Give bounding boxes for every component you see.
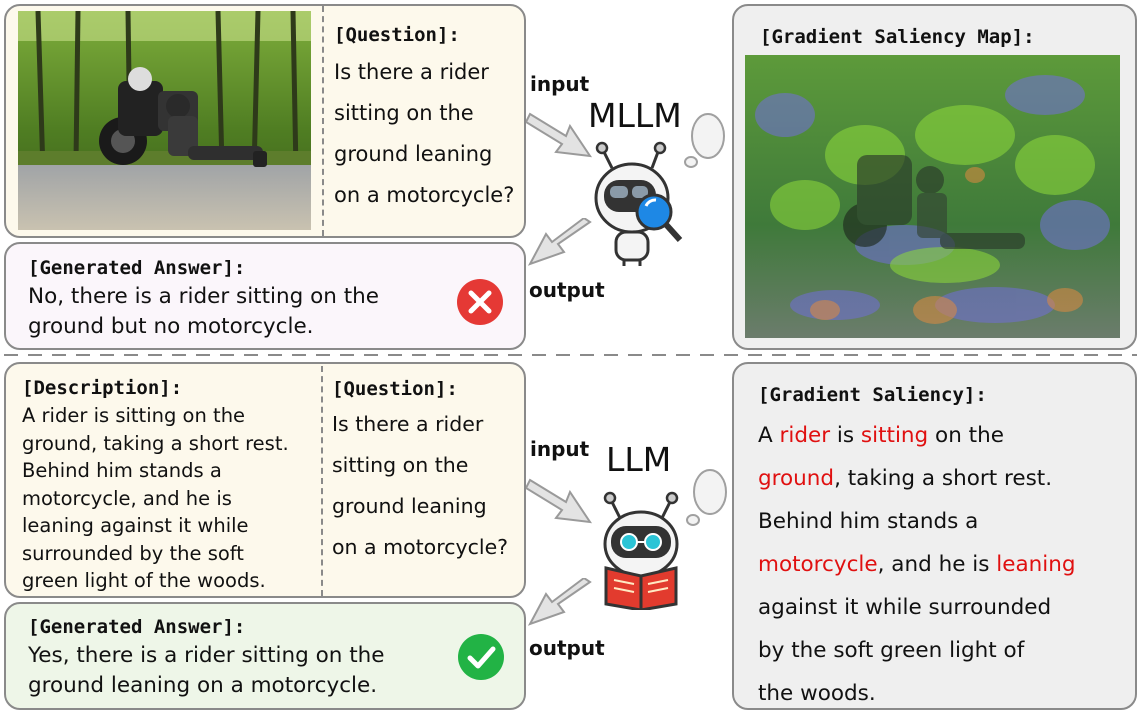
bottom-answer-panel <box>4 602 526 710</box>
saliency-word: , and he is <box>877 552 997 577</box>
top-input-label: input <box>530 72 590 96</box>
saliency-line: motorcycle, and he is leaning <box>758 543 1130 586</box>
top-input-arrow-icon <box>526 112 593 158</box>
saliency-word: , taking a short rest. <box>834 466 1053 491</box>
top-panel-divider <box>322 6 324 236</box>
saliency-line: the woods. <box>758 681 876 706</box>
saliency-text-body: A rider is sitting on the ground, taking… <box>758 414 1130 715</box>
top-output-label: output <box>529 278 605 302</box>
top-question-block: [Question]: Is there a rider sitting on … <box>334 18 522 216</box>
saliency-highlight-word: ground <box>758 466 835 491</box>
description-line: ground, taking a short rest. <box>22 431 289 455</box>
bottom-question-line: sitting on the <box>332 453 469 477</box>
top-question-header: [Question]: <box>334 24 460 46</box>
description-line: Behind him stands a <box>22 459 222 482</box>
bottom-input-label: input <box>530 437 590 461</box>
correct-check-icon <box>458 634 504 680</box>
top-output-arrow-icon <box>528 218 592 266</box>
top-question-line: Is there a rider <box>334 60 489 84</box>
bottom-question-line: ground leaning <box>332 494 487 518</box>
top-answer-line: ground but no motorcycle. <box>28 314 314 339</box>
saliency-highlight-word: sitting <box>860 423 929 448</box>
top-answer-line: No, there is a rider sitting on the <box>28 284 380 309</box>
description-line: green light of the woods. <box>22 569 266 592</box>
section-separator <box>4 354 1137 356</box>
top-question-line: on a motorcycle? <box>334 183 515 207</box>
top-answer-text: No, there is a rider sitting on the grou… <box>28 282 458 342</box>
top-answer-panel <box>4 242 526 350</box>
motorcycle-photo <box>18 11 311 230</box>
saliency-word: A <box>758 423 780 448</box>
saliency-map-header: [Gradient Saliency Map]: <box>760 26 1035 48</box>
saliency-map-image <box>745 55 1120 338</box>
bottom-description-question-panel <box>4 362 526 598</box>
bottom-output-arrow-icon <box>528 578 592 626</box>
bottom-input-arrow-icon <box>526 478 593 524</box>
bottom-answer-line: ground leaning on a motorcycle. <box>28 673 378 698</box>
description-line: motorcycle, and he is <box>22 486 232 510</box>
saliency-line: against it while surrounded <box>758 595 1052 620</box>
saliency-highlight-word: rider <box>779 423 831 448</box>
top-thought-bubble-icon <box>684 113 725 168</box>
bottom-answer-line: Yes, there is a rider sitting on the <box>28 643 385 668</box>
description-text: A rider is sitting on the ground, taking… <box>22 402 320 595</box>
saliency-line: A rider is sitting on the <box>758 414 1130 457</box>
top-model-name: MLLM <box>588 96 682 135</box>
bottom-description-block: [Description]: A rider is sitting on the… <box>22 374 320 595</box>
bottom-question-text: Is there a rider sitting on the ground l… <box>332 404 522 568</box>
mllm-robot-icon <box>594 141 683 266</box>
saliency-line: by the soft green light of <box>758 638 1025 663</box>
saliency-highlight-word: leaning <box>996 552 1076 577</box>
saliency-line: Behind him stands a <box>758 509 979 534</box>
description-line: leaning against it while <box>22 514 249 537</box>
top-answer-block: [Generated Answer]: No, there is a rider… <box>28 254 458 342</box>
saliency-word: is <box>830 423 861 448</box>
motorcycle-photo-image <box>18 11 311 230</box>
bottom-thought-bubble-icon <box>686 469 727 526</box>
saliency-highlight-word: motorcycle <box>758 552 878 577</box>
saliency-text-header: [Gradient Saliency]: <box>758 384 987 406</box>
bottom-model-name: LLM <box>606 440 672 479</box>
bottom-question-header: [Question]: <box>332 378 458 400</box>
wrong-x-icon <box>457 279 503 325</box>
bottom-question-line: on a motorcycle? <box>332 535 509 559</box>
bottom-question-line: Is there a rider <box>332 412 484 436</box>
saliency-word: on the <box>928 423 1004 448</box>
top-question-text: Is there a rider sitting on the ground l… <box>334 52 522 216</box>
bottom-answer-header: [Generated Answer]: <box>28 616 246 638</box>
bottom-output-label: output <box>529 636 605 660</box>
bottom-answer-block: [Generated Answer]: Yes, there is a ride… <box>28 613 458 701</box>
description-line: surrounded by the soft <box>22 541 244 565</box>
top-answer-header: [Generated Answer]: <box>28 257 246 279</box>
saliency-map-graphic <box>745 55 1120 338</box>
llm-robot-book-icon <box>603 491 679 610</box>
bottom-panel-divider <box>321 366 323 596</box>
top-question-line: sitting on the <box>334 101 474 125</box>
description-line: A rider is sitting on the <box>22 404 246 427</box>
bottom-question-block: [Question]: Is there a rider sitting on … <box>332 374 522 568</box>
saliency-line: ground, taking a short rest. <box>758 457 1130 500</box>
bottom-answer-text: Yes, there is a rider sitting on the gro… <box>28 641 458 701</box>
description-header: [Description]: <box>22 377 183 399</box>
saliency-text-panel <box>732 362 1137 710</box>
top-question-line: ground leaning <box>334 142 493 166</box>
